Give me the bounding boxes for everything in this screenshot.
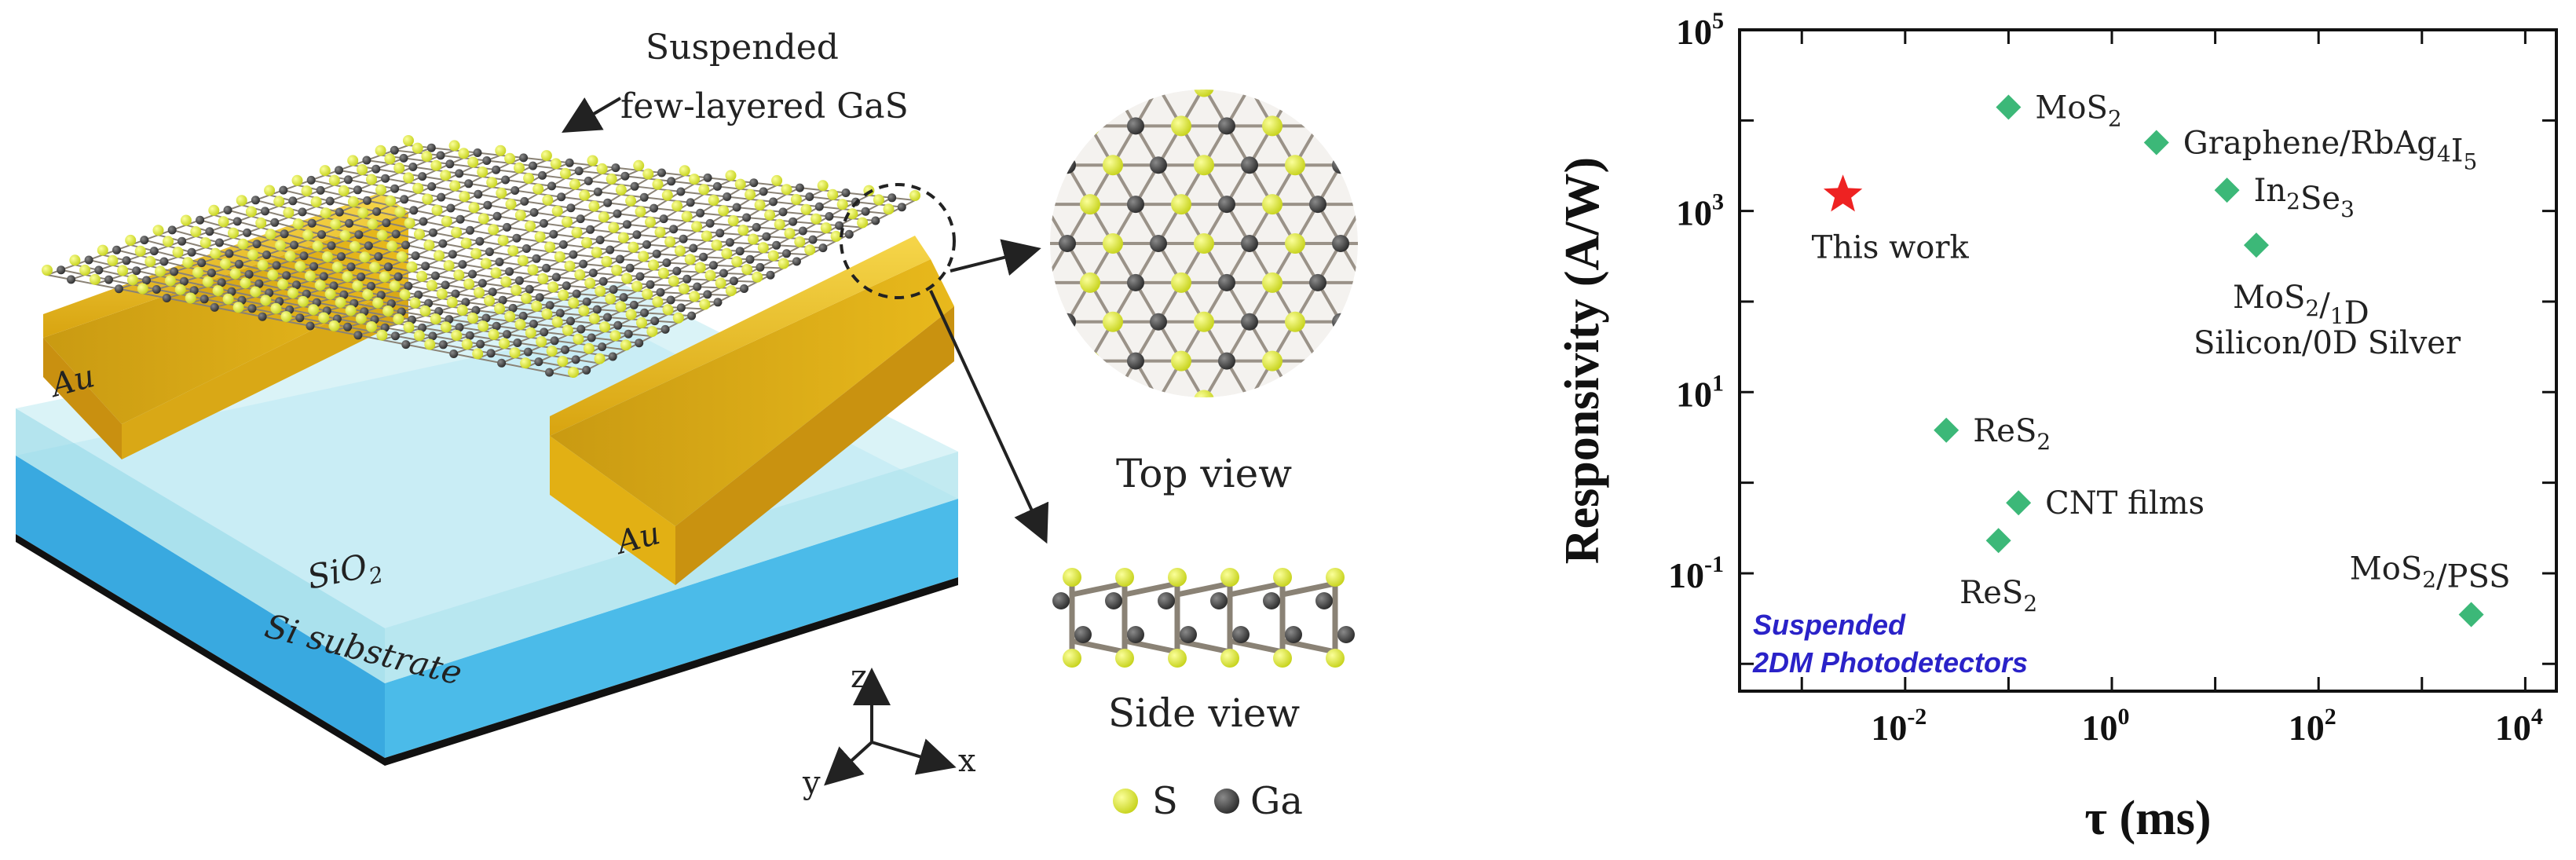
plot-frame xyxy=(1738,28,2558,693)
top-view-label: Top view xyxy=(1116,451,1292,496)
point-label: In2Se3 xyxy=(2254,173,2355,222)
device-schematic: Au Au SiO2 Si substrate Suspended few-la… xyxy=(16,27,1049,801)
data-point xyxy=(2214,177,2240,203)
point-label: ReS2 xyxy=(1973,413,2051,455)
sulfur-legend-dot xyxy=(1113,789,1138,814)
point-label: MoS2 xyxy=(2035,90,2121,131)
si-substrate-right xyxy=(385,499,958,758)
x-tick-label: 10-2 xyxy=(1871,704,1927,748)
y-tick-label: 101 xyxy=(1676,370,1724,414)
data-point xyxy=(2458,602,2484,628)
point-label: MoS2/1D xyxy=(2233,280,2369,331)
point-label: This work xyxy=(1812,229,1970,265)
atom-legend: S Ga xyxy=(1113,779,1303,823)
x-tick-label: 100 xyxy=(2082,704,2130,748)
structure-views: Top view Side view S Ga xyxy=(1050,90,1358,823)
data-point xyxy=(2143,130,2169,156)
point-label: MoS2/PSS xyxy=(2350,551,2511,595)
y-tick-label: 105 xyxy=(1676,8,1724,52)
data-point xyxy=(1934,417,1959,443)
chart-ticks: 10-1 101 103 105 10-2 100 102 104 xyxy=(1668,8,2556,748)
coordinate-axes xyxy=(824,668,957,786)
annotation-line1: Suspended xyxy=(1753,609,1906,641)
point-label: ReS2 xyxy=(1959,575,2037,617)
suspended-pointer-arrow xyxy=(562,97,622,134)
x-axis-title: τ (ms) xyxy=(2084,792,2211,845)
y-axis-title: Responsivity (A/W) xyxy=(1556,157,1609,564)
x-tick-label: 104 xyxy=(2495,704,2543,748)
zoom-arrow-side xyxy=(929,290,1049,544)
gallium-legend-dot xyxy=(1214,789,1239,814)
suspended-label-line2: few-layered GaS xyxy=(620,86,909,126)
x-tick-label: 102 xyxy=(2289,704,2336,748)
gallium-legend-label: Ga xyxy=(1250,779,1303,823)
y-tick-label: 103 xyxy=(1676,189,1724,233)
zoom-arrow-top xyxy=(950,239,1041,276)
y-tick-label: 10-1 xyxy=(1668,551,1724,595)
data-point-this-work xyxy=(1823,174,1863,212)
zoom-region-circle xyxy=(840,183,956,299)
axis-x-label: x xyxy=(958,743,976,779)
data-point xyxy=(2243,232,2269,258)
point-label: CNT films xyxy=(2045,485,2205,521)
suspended-label-line1: Suspended xyxy=(646,27,839,68)
chart-points: This work MoS2Graphene/RbAg4I5In2Se3MoS2/… xyxy=(1812,90,2511,628)
axis-y-label: y xyxy=(802,765,821,801)
sulfur-legend-label: S xyxy=(1152,779,1178,823)
gas-lattice-sheet xyxy=(42,135,920,378)
axis-z-label: z xyxy=(851,659,867,695)
point-label: Silicon/0D Silver xyxy=(2194,325,2461,361)
data-point xyxy=(1996,94,2022,120)
au-electrode-right xyxy=(550,236,954,585)
data-point xyxy=(1985,528,2011,554)
annotation-line2: 2DM Photodetectors xyxy=(1752,646,2028,679)
side-view-label: Side view xyxy=(1108,690,1301,736)
point-label: Graphene/RbAg4I5 xyxy=(2183,125,2478,174)
si-substrate-bottom-edge xyxy=(16,534,958,766)
side-view-lattice xyxy=(1052,568,1355,668)
sio2-front xyxy=(16,408,385,683)
top-view-circle xyxy=(1050,90,1358,397)
si-substrate-front xyxy=(16,456,385,758)
data-point xyxy=(2006,490,2032,516)
lattice-atoms xyxy=(42,135,920,378)
